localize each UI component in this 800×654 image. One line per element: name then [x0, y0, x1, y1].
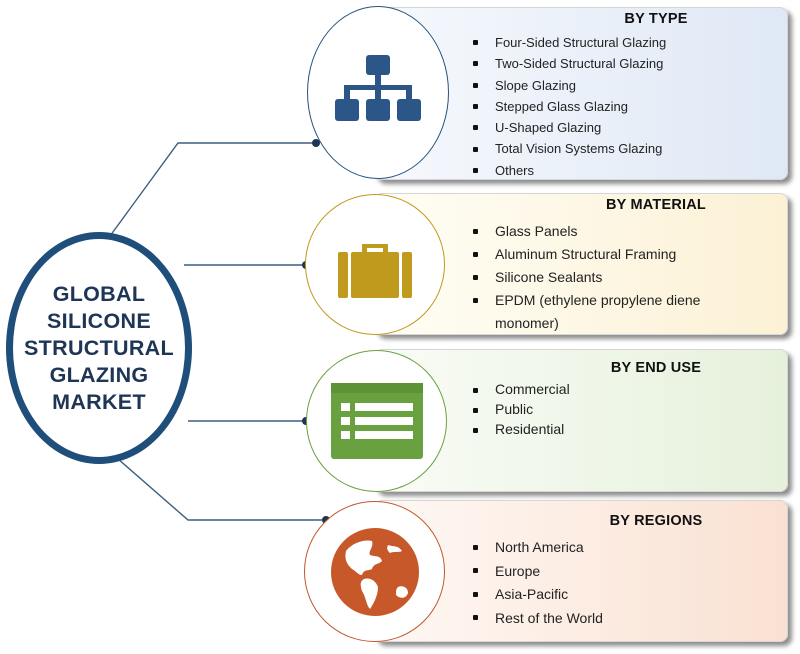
- list-window-icon: [330, 383, 423, 459]
- bullet-icon: [473, 146, 478, 152]
- connector-type: [109, 142, 316, 237]
- material-icon-circle: [305, 194, 445, 335]
- list-item: Total Vision Systems Glazing: [471, 138, 767, 159]
- panel-title-type: BY TYPE: [624, 11, 688, 27]
- list-item: Rest of the World: [471, 607, 767, 631]
- central-hub: GLOBAL SILICONE STRUCTURAL GLAZING MARKE…: [6, 232, 192, 464]
- bullet-icon: [473, 544, 478, 550]
- bullet-icon: [473, 427, 478, 433]
- bullet-icon: [473, 297, 478, 303]
- list-item: Stepped Glass Glazing: [471, 96, 767, 117]
- hub-title: GLOBAL SILICONE STRUCTURAL GLAZING MARKE…: [24, 281, 174, 414]
- bullet-icon: [473, 125, 478, 131]
- hierarchy-icon: [335, 54, 421, 121]
- panel-title-regions: BY REGIONS: [609, 513, 703, 529]
- bullet-icon: [473, 167, 478, 173]
- bullet-icon: [473, 615, 478, 621]
- list-item: EPDM (ethylene propylene diene monomer): [471, 289, 767, 335]
- regions-list: North America Europe Asia-Pacific Rest o…: [471, 536, 767, 630]
- list-item: Slope Glazing: [471, 75, 767, 96]
- bullet-icon: [473, 387, 478, 393]
- bullet-icon: [473, 591, 478, 597]
- bullet-icon: [473, 82, 478, 88]
- end-use-list: Commercial Public Residential: [471, 379, 767, 439]
- connector-regions: [109, 451, 326, 521]
- panel-title-end-use: BY END USE: [610, 360, 702, 376]
- panel-title-material: BY MATERIAL: [606, 197, 706, 213]
- list-item: Two-Sided Structural Glazing: [471, 53, 767, 74]
- bullet-icon: [473, 61, 478, 67]
- bullet-icon: [473, 568, 478, 574]
- list-item: Four-Sided Structural Glazing: [471, 32, 767, 53]
- material-list: Glass Panels Aluminum Structural Framing…: [471, 220, 767, 335]
- briefcase-icon: [338, 243, 412, 298]
- bullet-icon: [473, 274, 478, 280]
- list-item: Others: [471, 160, 767, 181]
- list-item: Glass Panels: [471, 220, 767, 243]
- list-item: North America: [471, 536, 767, 560]
- end-use-icon-circle: [306, 350, 447, 492]
- list-item: Europe: [471, 560, 767, 584]
- globe-icon: [330, 527, 419, 616]
- bullet-icon: [473, 40, 478, 46]
- list-item: Commercial: [471, 379, 767, 399]
- list-item: Public: [471, 399, 767, 419]
- list-item: Silicone Sealants: [471, 266, 767, 289]
- list-item: Residential: [471, 419, 767, 439]
- list-item: Asia-Pacific: [471, 583, 767, 607]
- connector-dot-type: [312, 139, 320, 147]
- bullet-icon: [473, 251, 478, 257]
- bullet-icon: [473, 103, 478, 109]
- bullet-icon: [473, 228, 478, 234]
- type-icon-circle: [307, 6, 449, 179]
- list-item: U-Shaped Glazing: [471, 117, 767, 138]
- list-item: Aluminum Structural Framing: [471, 243, 767, 266]
- bullet-icon: [473, 407, 478, 413]
- regions-icon-circle: [304, 501, 445, 642]
- type-list: Four-Sided Structural Glazing Two-Sided …: [471, 32, 767, 181]
